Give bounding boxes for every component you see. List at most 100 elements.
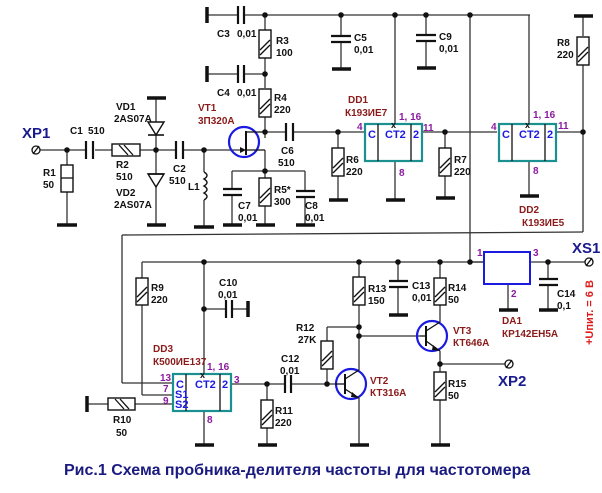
svg-text:3: 3	[234, 375, 240, 386]
svg-text:DD2: DD2	[519, 205, 539, 216]
capacitor-c10: C10 0,01	[218, 278, 238, 318]
connector-label: XS1	[572, 240, 600, 257]
diode-vd2: VD2 2AS07A	[114, 173, 166, 211]
svg-text:R12: R12	[296, 323, 315, 334]
svg-text:R10: R10	[113, 415, 132, 426]
svg-text:R11: R11	[275, 406, 293, 417]
resistor-r7: R7 220	[438, 147, 471, 178]
svg-text:DA1: DA1	[502, 316, 522, 327]
svg-text:C12: C12	[281, 354, 300, 365]
svg-text:x: x	[391, 120, 396, 130]
svg-text:R1: R1	[43, 168, 56, 179]
svg-text:R6: R6	[346, 155, 359, 166]
svg-text:R5*: R5*	[274, 185, 291, 196]
svg-text:8: 8	[533, 166, 539, 177]
svg-text:50: 50	[43, 180, 55, 191]
figure-caption: Рис.1 Схема пробника-делителя частоты дл…	[64, 462, 530, 479]
resistor-r15: R15 50	[433, 371, 467, 402]
svg-text:4: 4	[357, 122, 363, 133]
svg-text:C1: C1	[70, 126, 83, 137]
svg-text:510: 510	[278, 158, 295, 169]
svg-text:КТ316А: КТ316А	[370, 388, 406, 399]
capacitor-c9: C9 0,01	[416, 32, 459, 55]
svg-text:220: 220	[151, 295, 168, 306]
svg-text:C: C	[176, 379, 184, 391]
svg-text:C5: C5	[354, 33, 367, 44]
svg-text:2AS07A: 2AS07A	[114, 200, 152, 211]
svg-text:11: 11	[558, 121, 569, 132]
svg-text:2: 2	[413, 129, 419, 141]
npn-transistor-icon	[415, 319, 449, 353]
svg-text:S2: S2	[175, 399, 188, 411]
svg-text:C2: C2	[173, 164, 186, 175]
svg-text:R14: R14	[448, 283, 467, 294]
svg-text:2: 2	[511, 289, 517, 300]
resistor-r1: R1 50	[43, 164, 74, 193]
capacitor-c12: C12 0,01	[280, 354, 300, 393]
capacitor-c1: C1 510	[70, 126, 105, 159]
svg-text:50: 50	[448, 391, 460, 402]
fet-icon	[227, 125, 261, 159]
resistor-r6: R6 220	[331, 147, 363, 178]
svg-text:27K: 27K	[298, 335, 317, 346]
svg-text:x: x	[525, 120, 530, 130]
svg-text:VT1: VT1	[198, 103, 217, 114]
connector-xs1[interactable]: XS1	[572, 240, 600, 267]
svg-text:510: 510	[116, 172, 133, 183]
svg-text:3П320А: 3П320А	[198, 116, 235, 127]
capacitor-c7: C7 0,01	[223, 187, 258, 224]
resistor-r5: R5* 300	[258, 177, 291, 208]
capacitor-c4: C4 0,01	[217, 65, 257, 99]
svg-text:R8: R8	[557, 38, 570, 49]
pin-markers: x x x	[200, 120, 530, 380]
svg-text:C6: C6	[281, 146, 294, 157]
svg-text:КТ646А: КТ646А	[453, 338, 489, 349]
svg-text:C7: C7	[238, 201, 251, 212]
svg-text:220: 220	[274, 105, 291, 116]
svg-text:300: 300	[274, 197, 291, 208]
diode-vd1: VD1 2AS07A	[114, 102, 166, 137]
svg-text:0,1: 0,1	[557, 301, 571, 312]
svg-text:C10: C10	[219, 278, 238, 289]
capacitor-c8: C8 0,01	[296, 189, 325, 224]
capacitor-c13: C13 0,01	[389, 279, 432, 304]
connector-xp2[interactable]: XP2	[498, 359, 526, 390]
svg-text:0,01: 0,01	[238, 213, 258, 224]
svg-text:220: 220	[346, 167, 363, 178]
svg-text:7: 7	[163, 384, 169, 395]
chip-dd3: C S1 S2 CT2 2 13 7 9 3 1, 16 8 DD3 К500И…	[153, 344, 240, 426]
svg-text:2AS07A: 2AS07A	[114, 114, 152, 125]
resistor-r14: R14 50	[433, 277, 467, 306]
connector-xp1[interactable]: XP1	[22, 125, 50, 155]
svg-text:220: 220	[454, 167, 471, 178]
svg-text:CT2: CT2	[195, 379, 216, 391]
svg-text:CT2: CT2	[519, 129, 540, 141]
svg-text:0,01: 0,01	[439, 44, 459, 55]
svg-text:1, 16: 1, 16	[533, 110, 556, 121]
svg-text:R3: R3	[276, 36, 289, 47]
svg-text:К193ИЕ7: К193ИЕ7	[345, 108, 388, 119]
ground-symbols	[57, 7, 593, 447]
svg-text:DD3: DD3	[153, 344, 173, 355]
svg-text:R13: R13	[368, 284, 387, 295]
diode-icon	[146, 173, 166, 189]
svg-text:11: 11	[423, 123, 434, 134]
capacitor-c5: C5 0,01	[331, 33, 374, 56]
svg-text:2: 2	[222, 379, 228, 391]
svg-text:0,01: 0,01	[237, 29, 257, 40]
svg-text:VD1: VD1	[116, 102, 136, 113]
connector-label: XP2	[498, 373, 526, 390]
transistor-vt2: VT2 КТ316А	[334, 367, 406, 401]
svg-text:0,01: 0,01	[305, 213, 325, 224]
svg-text:50: 50	[448, 295, 460, 306]
svg-text:100: 100	[276, 48, 293, 59]
chip-dd1: C CT2 2 4 11 1, 16 8 DD1 К193ИЕ7	[345, 95, 434, 179]
svg-text:2: 2	[547, 129, 553, 141]
capacitor-c14: C14 0,1	[539, 277, 576, 312]
svg-text:C8: C8	[305, 201, 318, 212]
svg-text:0,01: 0,01	[237, 88, 257, 99]
transistor-vt1: VT1 3П320А	[198, 103, 265, 159]
svg-text:50: 50	[116, 428, 128, 439]
svg-text:8: 8	[207, 415, 213, 426]
